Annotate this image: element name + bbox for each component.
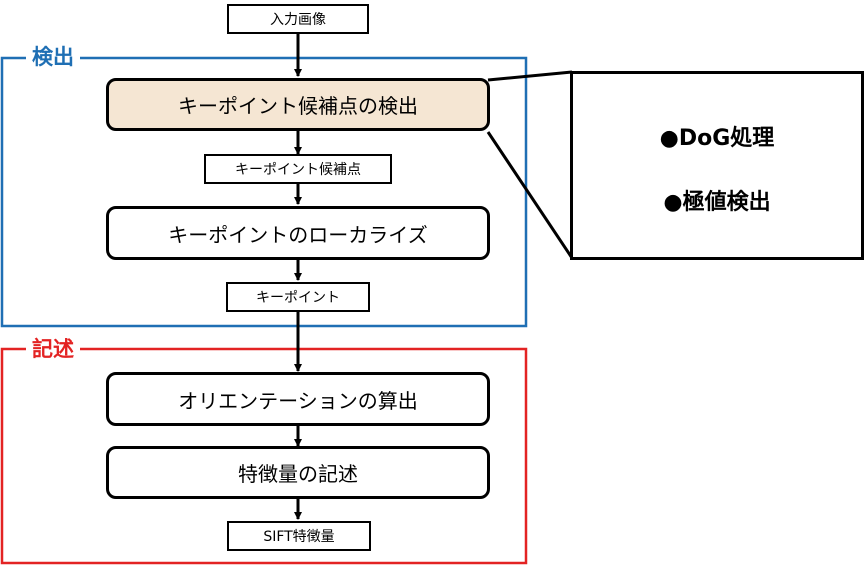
description-group-frame [0,347,528,565]
localization-process: キーポイントのローカライズ [106,206,490,260]
keypoint-candidates-box: キーポイント候補点 [204,154,392,184]
callout-box: ●DoG処理 ●極値検出 [570,71,864,260]
feature-description-process: 特徴量の記述 [106,446,490,499]
description-group-title: 記述 [26,337,80,361]
callout-leader-top [487,70,573,82]
callout-leader-bottom [486,131,574,259]
input-image-box: 入力画像 [227,4,369,34]
candidate-detection-process: キーポイント候補点の検出 [106,78,490,131]
sift-feature-box: SIFT特徴量 [227,521,371,551]
detection-group-title: 検出 [26,45,80,69]
keypoints-box: キーポイント [226,282,370,312]
detection-group-frame [0,56,528,328]
callout-item-dog: ●DoG処理 [659,126,775,151]
callout-item-extrema: ●極値検出 [663,190,771,215]
orientation-process: オリエンテーションの算出 [106,372,490,426]
